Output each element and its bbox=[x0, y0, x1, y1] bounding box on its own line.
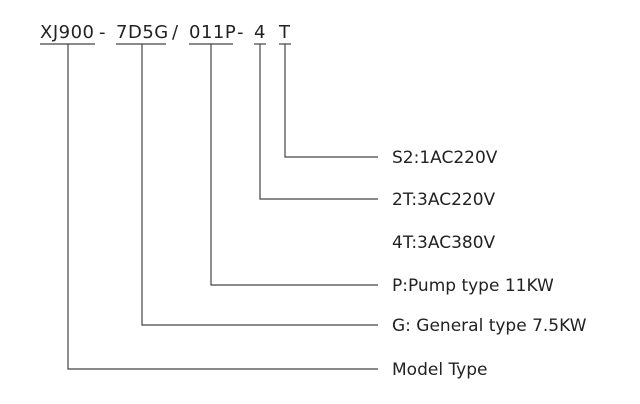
label-2t-three-phase: 2T:3AC220V bbox=[392, 190, 496, 210]
model-leader-line bbox=[67, 44, 378, 370]
code-general-segment: 7D5G bbox=[116, 22, 169, 43]
code-voltage-segment: 4 bbox=[254, 22, 266, 43]
phase-leader-line bbox=[284, 44, 378, 158]
voltage-leader-line bbox=[259, 44, 378, 200]
code-slash: / bbox=[172, 22, 179, 43]
code-separator-1: - bbox=[99, 22, 106, 43]
label-pump-type: P:Pump type 11KW bbox=[392, 276, 554, 296]
label-4t-three-phase: 4T:3AC380V bbox=[392, 233, 496, 253]
label-model-type: Model Type bbox=[392, 360, 488, 380]
code-pump-segment: 011P bbox=[189, 22, 236, 43]
label-s2-single-phase: S2:1AC220V bbox=[392, 148, 498, 168]
code-phase-segment: T bbox=[278, 22, 291, 43]
label-general-type: G: General type 7.5KW bbox=[392, 316, 587, 336]
code-separator-2: - bbox=[237, 22, 244, 43]
general-leader-line bbox=[141, 44, 378, 326]
code-model-segment: XJ900 bbox=[40, 22, 95, 43]
pump-leader-line bbox=[210, 44, 378, 286]
